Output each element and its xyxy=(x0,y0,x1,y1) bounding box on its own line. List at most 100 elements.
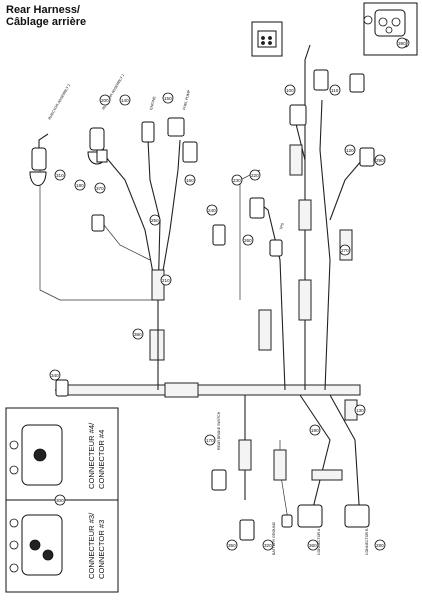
battery-ground-terminal xyxy=(281,514,293,528)
tps-connector xyxy=(249,197,265,219)
callout-150: 150 xyxy=(162,92,174,104)
connector-4-dark-pin xyxy=(33,448,47,462)
callout-130: 130 xyxy=(354,404,366,416)
branch-left-main xyxy=(99,149,159,390)
callout-300: 300 xyxy=(54,494,66,506)
callout-c4-b xyxy=(9,465,19,475)
fuel-pump-connector xyxy=(182,141,198,163)
connector-diagram-pin-4 xyxy=(268,41,272,45)
callout-310: 310 xyxy=(54,169,66,181)
callout-380: 380 xyxy=(132,328,144,340)
inset-c4-line2: CONNECTOR #4 xyxy=(97,430,106,489)
callout-370: 370 xyxy=(94,182,106,194)
callout-350: 350 xyxy=(226,539,238,551)
callout-310-label: 310 xyxy=(56,173,64,178)
engine-connector xyxy=(141,121,155,143)
label-tps: TPS xyxy=(279,222,285,230)
callout-300-label: 300 xyxy=(56,498,64,503)
callout-270-label: 270 xyxy=(341,248,349,253)
trunk-sleeve-1 xyxy=(164,382,199,398)
inset-pin-3 xyxy=(385,26,393,34)
callout-180: 180 xyxy=(74,179,86,191)
branch-left-small xyxy=(103,224,151,261)
callout-220: 220 xyxy=(249,169,261,181)
callout-270: 270 xyxy=(339,244,351,256)
inset-pin-1 xyxy=(378,17,388,27)
right-sleeve-1 xyxy=(298,199,312,231)
branch-right-vertical-3 xyxy=(319,99,331,391)
connector-3-body xyxy=(21,514,63,576)
inset-c3-line2: CONNECTOR #3 xyxy=(97,520,106,579)
callout-220-label: 220 xyxy=(251,173,259,178)
callout-260-label: 260 xyxy=(244,238,252,243)
title-line-2: Câblage arrière xyxy=(6,16,87,28)
right-sleeve-5 xyxy=(289,144,303,176)
callout-340-label: 340 xyxy=(51,373,59,378)
callout-320: 320 xyxy=(262,539,274,551)
callout-350-label: 350 xyxy=(228,543,236,548)
right-middle-connector xyxy=(359,147,375,167)
engine-connector-2 xyxy=(167,117,185,137)
lower-sleeve-1 xyxy=(238,439,252,471)
small-connector-center xyxy=(212,224,226,246)
inset-c3-line1: CONNECTEUR #3/ xyxy=(87,512,96,579)
callout-110-label: 110 xyxy=(331,88,339,93)
callout-390: 390 xyxy=(396,37,408,49)
connector-diagram-pin-2 xyxy=(268,36,272,40)
main-trunk-sheath xyxy=(59,384,361,396)
callout-170-label: 170 xyxy=(206,438,214,443)
injector-1-connector xyxy=(89,127,105,151)
connector-3-dark-pin-1 xyxy=(29,539,41,551)
callout-360-label: 360 xyxy=(309,543,317,548)
callout-230: 230 xyxy=(231,174,243,186)
connector-b xyxy=(344,504,370,528)
right-sleeve-2 xyxy=(298,279,312,321)
branch-to-right-connector xyxy=(329,159,363,221)
callout-360: 360 xyxy=(307,539,319,551)
callout-280-label: 280 xyxy=(376,543,384,548)
connector-a xyxy=(297,504,323,528)
callout-340: 340 xyxy=(49,369,61,381)
callout-240-label: 240 xyxy=(208,208,216,213)
lower-sleeve-2 xyxy=(273,449,287,481)
small-connector-left xyxy=(91,214,105,232)
callout-290: 290 xyxy=(374,154,386,166)
callout-c3-c xyxy=(9,563,19,573)
callout-160: 160 xyxy=(184,174,196,186)
inset-top-right-connector xyxy=(374,9,406,37)
label-injector-2: INJECTOR ASSEMBLY 2 xyxy=(47,83,71,120)
injector-2-connector xyxy=(31,147,47,171)
callout-380-label: 380 xyxy=(134,332,142,337)
callout-160-label: 160 xyxy=(186,178,194,183)
label-fuel-pump: FUEL PUMP xyxy=(182,89,191,110)
callout-inset-a xyxy=(363,15,373,25)
connector-diagram-pin-1 xyxy=(261,36,265,40)
branch-left-right xyxy=(157,139,181,301)
injector-1-plug xyxy=(96,149,108,163)
lower-center-connector xyxy=(239,519,255,541)
tps-sub-connector xyxy=(269,239,283,257)
trunk-sleeve-2 xyxy=(149,329,165,361)
callout-140-label: 140 xyxy=(121,98,129,103)
callout-100: 100 xyxy=(284,84,296,96)
callout-290-label: 290 xyxy=(376,158,384,163)
callout-c4-a xyxy=(9,440,19,450)
callout-390-label: 390 xyxy=(398,41,406,46)
connector-diagram-body xyxy=(257,30,277,48)
trunk-end-connector xyxy=(55,379,69,397)
loop-left-injector xyxy=(39,170,158,301)
callout-250: 250 xyxy=(149,214,161,226)
callout-320-label: 320 xyxy=(264,543,272,548)
left-branch-sleeve xyxy=(151,269,165,301)
label-engine: ENGINE xyxy=(149,95,157,110)
connector-3-dark-pin-2 xyxy=(42,549,54,561)
callout-200: 200 xyxy=(99,94,111,106)
callout-100-label: 100 xyxy=(286,88,294,93)
title-line-1: Rear Harness/ xyxy=(6,4,80,16)
callout-120-label: 120 xyxy=(346,148,354,153)
callout-180-label: 180 xyxy=(76,183,84,188)
right-sleeve-3 xyxy=(258,309,272,351)
lower-right-branch-2 xyxy=(329,394,361,521)
injector-2-lead xyxy=(38,133,49,148)
